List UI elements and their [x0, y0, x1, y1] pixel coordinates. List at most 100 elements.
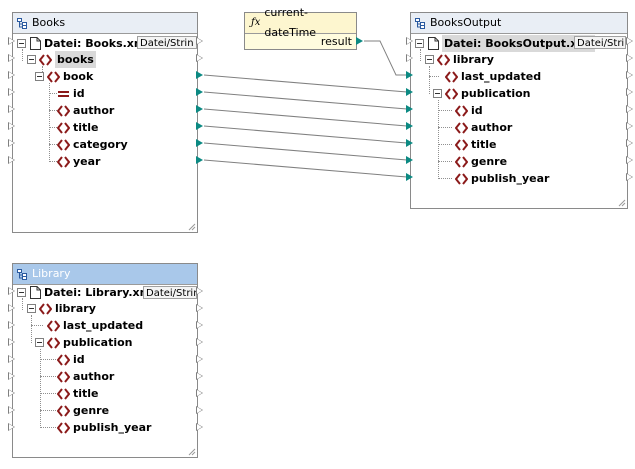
library-input-port[interactable] — [8, 355, 15, 363]
tree-item-author[interactable]: author — [455, 119, 512, 136]
library-input-port[interactable] — [8, 287, 15, 295]
booksoutput-input-port-title[interactable] — [406, 139, 413, 147]
collapse-toggle[interactable] — [27, 304, 36, 313]
library-output-port[interactable] — [196, 321, 203, 329]
tree-item-library[interactable]: library — [27, 300, 96, 317]
tree-item-genre[interactable]: genre — [57, 402, 109, 419]
tree-item-publish-year[interactable]: publish_year — [57, 419, 151, 436]
booksoutput-input-port-publish-year[interactable] — [406, 173, 413, 181]
booksoutput-file-row[interactable]: Datei: BooksOutput.xml — [415, 35, 595, 52]
library-component-title-bar[interactable]: Library — [13, 264, 197, 285]
function-output-row[interactable]: result — [321, 33, 352, 50]
library-input-port[interactable] — [8, 321, 15, 329]
resize-grip-icon[interactable] — [618, 199, 626, 207]
tree-item-title[interactable]: title — [57, 119, 99, 136]
booksoutput-input-port[interactable] — [406, 54, 413, 62]
books-input-port[interactable] — [8, 139, 15, 147]
library-output-port[interactable] — [196, 372, 203, 380]
tree-item-genre[interactable]: genre — [455, 153, 507, 170]
collapse-toggle[interactable] — [27, 55, 36, 64]
collapse-toggle[interactable] — [425, 55, 434, 64]
library-input-port[interactable] — [8, 338, 15, 346]
collapse-toggle[interactable] — [415, 39, 424, 48]
current-datetime-function[interactable]: ƒx current-dateTime result — [244, 12, 357, 50]
books-output-port-book[interactable] — [196, 71, 203, 79]
library-component[interactable]: Library Datei: Library.xml Datei/Strin l… — [12, 263, 198, 458]
tree-item-title[interactable]: title — [455, 136, 497, 153]
tree-item-id[interactable]: id — [57, 351, 85, 368]
books-component-title-bar[interactable]: Books — [13, 13, 197, 34]
booksoutput-input-port-publication[interactable] — [406, 88, 413, 96]
resize-grip-icon[interactable] — [188, 223, 196, 231]
booksoutput-output-port[interactable] — [626, 105, 633, 113]
booksoutput-component-title-bar[interactable]: BooksOutput — [411, 13, 627, 34]
books-output-port[interactable] — [196, 54, 203, 62]
tree-item-title[interactable]: title — [57, 385, 99, 402]
booksoutput-output-port[interactable] — [626, 71, 633, 79]
library-input-port[interactable] — [8, 406, 15, 414]
collapse-toggle[interactable] — [35, 338, 44, 347]
booksoutput-input-port-last-updated[interactable] — [406, 71, 413, 79]
library-output-port[interactable] — [196, 406, 203, 414]
booksoutput-component[interactable]: BooksOutput Datei: BooksOutput.xml Datei… — [410, 12, 628, 209]
collapse-toggle[interactable] — [35, 72, 44, 81]
library-output-port[interactable] — [196, 287, 203, 295]
books-input-port[interactable] — [8, 122, 15, 130]
tree-item-year[interactable]: year — [57, 153, 100, 170]
tree-item-author[interactable]: author — [57, 368, 114, 385]
books-component[interactable]: Books Datei: Books.xml Datei/Strin books… — [12, 12, 198, 233]
booksoutput-output-port[interactable] — [626, 88, 633, 96]
tree-item-books[interactable]: books — [27, 51, 96, 68]
booksoutput-output-port[interactable] — [626, 156, 633, 164]
library-input-port[interactable] — [8, 304, 15, 312]
books-input-port[interactable] — [8, 88, 15, 96]
library-output-port[interactable] — [196, 338, 203, 346]
collapse-toggle[interactable] — [433, 89, 442, 98]
library-output-port[interactable] — [196, 389, 203, 397]
books-file-dropdown[interactable]: Datei/Strin — [137, 36, 197, 49]
books-input-port[interactable] — [8, 105, 15, 113]
tree-item-last-updated[interactable]: last_updated — [445, 68, 541, 85]
booksoutput-output-port[interactable] — [626, 122, 633, 130]
library-file-row[interactable]: Datei: Library.xml — [17, 284, 155, 301]
tree-item-id[interactable]: id — [57, 85, 85, 102]
tree-item-id[interactable]: id — [455, 102, 483, 119]
function-result-port[interactable] — [356, 37, 363, 45]
booksoutput-input-port[interactable] — [406, 37, 413, 45]
booksoutput-input-port-id[interactable] — [406, 105, 413, 113]
books-output-port-id[interactable] — [196, 88, 203, 96]
tree-item-last-updated[interactable]: last_updated — [47, 317, 143, 334]
books-output-port-author[interactable] — [196, 105, 203, 113]
booksoutput-input-port-author[interactable] — [406, 122, 413, 130]
library-input-port[interactable] — [8, 372, 15, 380]
library-input-port[interactable] — [8, 423, 15, 431]
library-output-port[interactable] — [196, 423, 203, 431]
library-output-port[interactable] — [196, 304, 203, 312]
booksoutput-file-dropdown[interactable]: Datei/Strin — [574, 36, 626, 49]
tree-item-book[interactable]: book — [35, 68, 93, 85]
books-input-port[interactable] — [8, 156, 15, 164]
resize-grip-icon[interactable] — [188, 448, 196, 456]
booksoutput-output-port[interactable] — [626, 173, 633, 181]
booksoutput-output-port[interactable] — [626, 139, 633, 147]
books-input-port[interactable] — [8, 37, 15, 45]
tree-item-author[interactable]: author — [57, 102, 114, 119]
tree-item-publication[interactable]: publication — [35, 334, 132, 351]
tree-item-library[interactable]: library — [425, 51, 494, 68]
collapse-toggle[interactable] — [17, 288, 26, 297]
collapse-toggle[interactable] — [17, 39, 26, 48]
books-input-port[interactable] — [8, 71, 15, 79]
library-input-port[interactable] — [8, 389, 15, 397]
tree-item-publication[interactable]: publication — [433, 85, 530, 102]
books-output-port-category[interactable] — [196, 139, 203, 147]
books-output-port[interactable] — [196, 37, 203, 45]
booksoutput-output-port[interactable] — [626, 37, 633, 45]
booksoutput-input-port-genre[interactable] — [406, 156, 413, 164]
tree-item-category[interactable]: category — [57, 136, 128, 153]
tree-item-publish-year[interactable]: publish_year — [455, 170, 549, 187]
books-input-port[interactable] — [8, 54, 15, 62]
library-file-dropdown[interactable]: Datei/Strin — [143, 286, 197, 299]
library-output-port[interactable] — [196, 355, 203, 363]
books-output-port-year[interactable] — [196, 156, 203, 164]
booksoutput-output-port[interactable] — [626, 54, 633, 62]
